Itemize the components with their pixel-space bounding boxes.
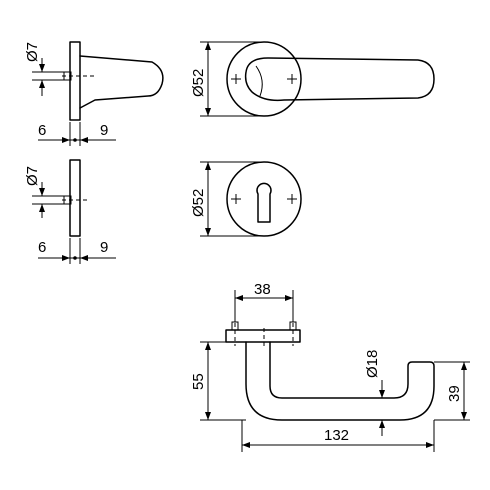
cylinder-keyhole bbox=[256, 182, 272, 223]
dia52-label-lever: Ø52 bbox=[190, 69, 207, 97]
screw-hole-side-bottom bbox=[63, 195, 72, 205]
screw-marker-left-esc bbox=[231, 194, 241, 204]
side-view-top: Ø7 6 9 bbox=[24, 41, 164, 146]
dim-39-label: 39 bbox=[446, 385, 463, 402]
screw-marker-right-esc bbox=[287, 194, 297, 204]
dia52-label-escutcheon: Ø52 bbox=[190, 189, 207, 217]
screw-marker-right bbox=[287, 74, 297, 84]
screw-marker-left bbox=[231, 74, 241, 84]
dia7-label-top: Ø7 bbox=[24, 42, 41, 62]
rose-plate-side bbox=[69, 41, 81, 121]
dia7-label-bottom: Ø7 bbox=[24, 166, 41, 186]
lever-top-view: 38 55 Ø18 132 39 bbox=[190, 281, 470, 452]
dim-9-label-top: 9 bbox=[100, 122, 108, 139]
dim-9-label-bottom: 9 bbox=[100, 239, 108, 256]
rose-base-plate bbox=[225, 329, 301, 343]
lever-neck-curve bbox=[255, 65, 263, 97]
lever-u-body bbox=[245, 341, 435, 421]
dim-132-label: 132 bbox=[324, 427, 349, 444]
dim-6-label-bottom: 6 bbox=[38, 239, 46, 256]
lever-front-outline bbox=[244, 57, 435, 102]
dia18-label: Ø18 bbox=[364, 350, 381, 378]
front-view-escutcheon: Ø52 bbox=[190, 161, 302, 237]
lever-profile-side bbox=[79, 55, 164, 109]
dim-38-label: 38 bbox=[254, 281, 271, 298]
front-view-lever: Ø52 bbox=[190, 41, 435, 117]
dim-55-label: 55 bbox=[190, 373, 207, 390]
screw-hole-side bbox=[63, 71, 72, 81]
side-view-bottom: Ø7 6 9 bbox=[24, 159, 116, 264]
dim-6-label-top: 6 bbox=[38, 122, 46, 139]
escutcheon-plate-side bbox=[69, 159, 81, 237]
